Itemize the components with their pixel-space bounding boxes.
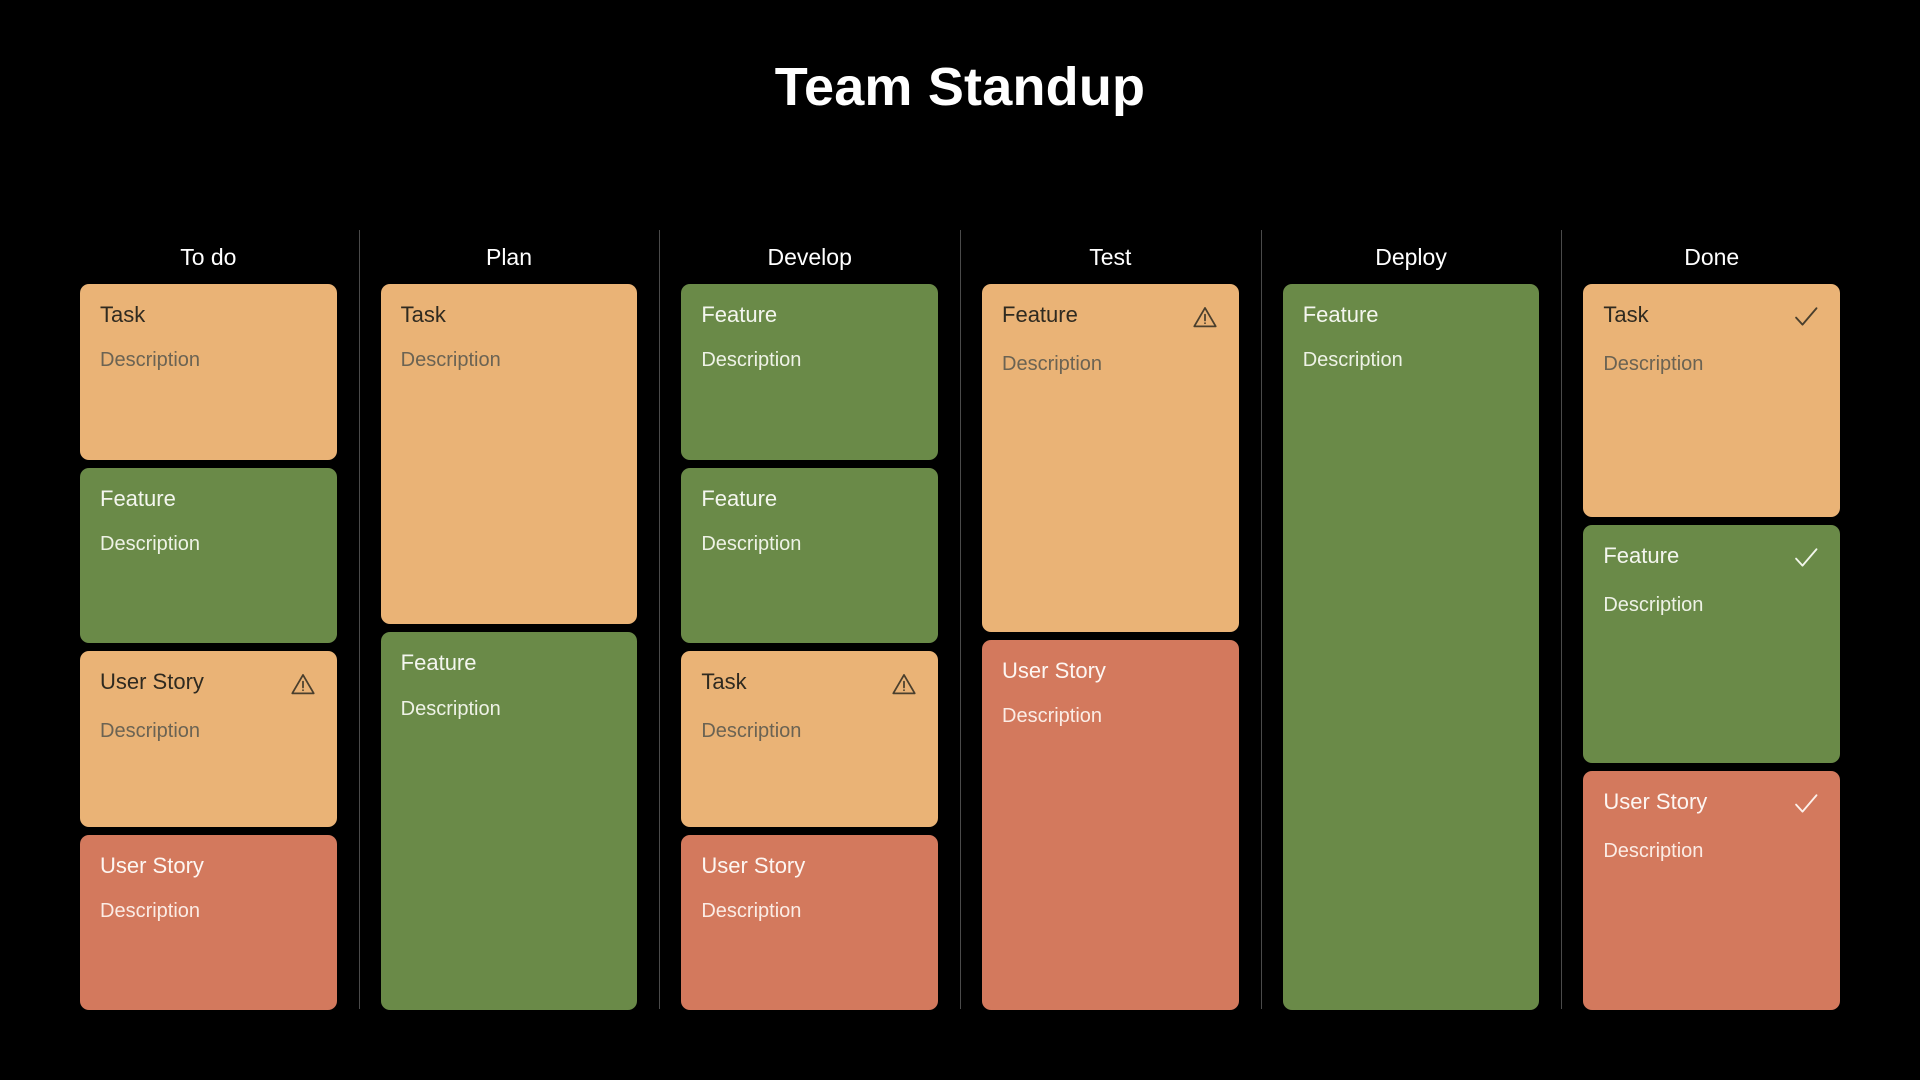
column-header-plan[interactable]: Plan — [485, 243, 533, 270]
check-icon — [1792, 303, 1820, 331]
column-header-done[interactable]: Done — [1684, 243, 1740, 270]
card-description: Description — [100, 349, 201, 372]
warning-icon — [289, 670, 317, 698]
warning-icon — [890, 670, 918, 698]
card-description: Description — [701, 349, 802, 372]
card-description: Description — [1603, 593, 1704, 616]
card-title-row: Task — [701, 669, 918, 698]
card-title-row: Feature — [1603, 543, 1820, 572]
card-title: User Story — [100, 669, 204, 694]
card-description: Description — [100, 532, 201, 555]
card-description: Description — [1603, 353, 1704, 375]
card-description: Description — [701, 899, 802, 922]
card-title-row: User Story — [100, 669, 317, 698]
card-description: Description — [1302, 349, 1403, 372]
card-title: User Story — [100, 852, 204, 878]
card-title: Task — [100, 302, 146, 327]
card-title: Feature — [100, 485, 176, 511]
card-title: Task — [400, 302, 446, 327]
card-title: Feature — [1302, 302, 1379, 327]
card-title: User Story — [1603, 789, 1708, 815]
column-header-deploy[interactable]: Deploy — [1375, 243, 1447, 270]
card-title-row: Feature — [1303, 302, 1520, 327]
card-description: Description — [1002, 353, 1103, 375]
card-title-row: Task — [100, 302, 317, 327]
card-title: Feature — [701, 302, 778, 327]
column-header-develop[interactable]: Develop — [767, 243, 852, 270]
card-title-row: Feature — [100, 486, 317, 511]
card-title: User Story — [1002, 657, 1106, 683]
card-title: Task — [701, 669, 747, 694]
card-title-row: Feature — [701, 302, 918, 327]
card-description: Description — [100, 899, 201, 922]
card-title-row: User Story — [1603, 789, 1820, 818]
card-title-row: Task — [1603, 302, 1820, 331]
card-description: Description — [400, 349, 501, 372]
column-header-test[interactable]: Test — [1089, 243, 1132, 270]
card-title-row: Feature — [701, 486, 918, 511]
card-title: User Story — [701, 852, 806, 878]
warning-icon — [1191, 303, 1219, 331]
card-title: Feature — [1002, 302, 1078, 327]
card-title-row: Feature — [1002, 302, 1219, 331]
card-description: Description — [100, 720, 201, 742]
card-title-row: User Story — [1002, 658, 1219, 683]
card-description: Description — [400, 697, 501, 720]
check-icon — [1792, 790, 1820, 818]
card-title-row: User Story — [701, 853, 918, 878]
card-description: Description — [1002, 705, 1103, 728]
card-title-row: Task — [401, 302, 618, 327]
card-title: Feature — [701, 485, 778, 511]
card-title-row: Feature — [401, 650, 618, 675]
card-description: Description — [1603, 840, 1704, 863]
card-title: Feature — [400, 650, 477, 676]
card-description: Description — [701, 532, 802, 555]
card-title: Task — [1603, 302, 1649, 327]
page-title: Team Standup — [774, 57, 1146, 117]
card-description: Description — [701, 720, 802, 742]
card-title-row: User Story — [100, 853, 317, 878]
card-title: Feature — [1603, 542, 1680, 568]
check-icon — [1792, 544, 1820, 572]
column-header-todo[interactable]: To do — [180, 243, 237, 270]
